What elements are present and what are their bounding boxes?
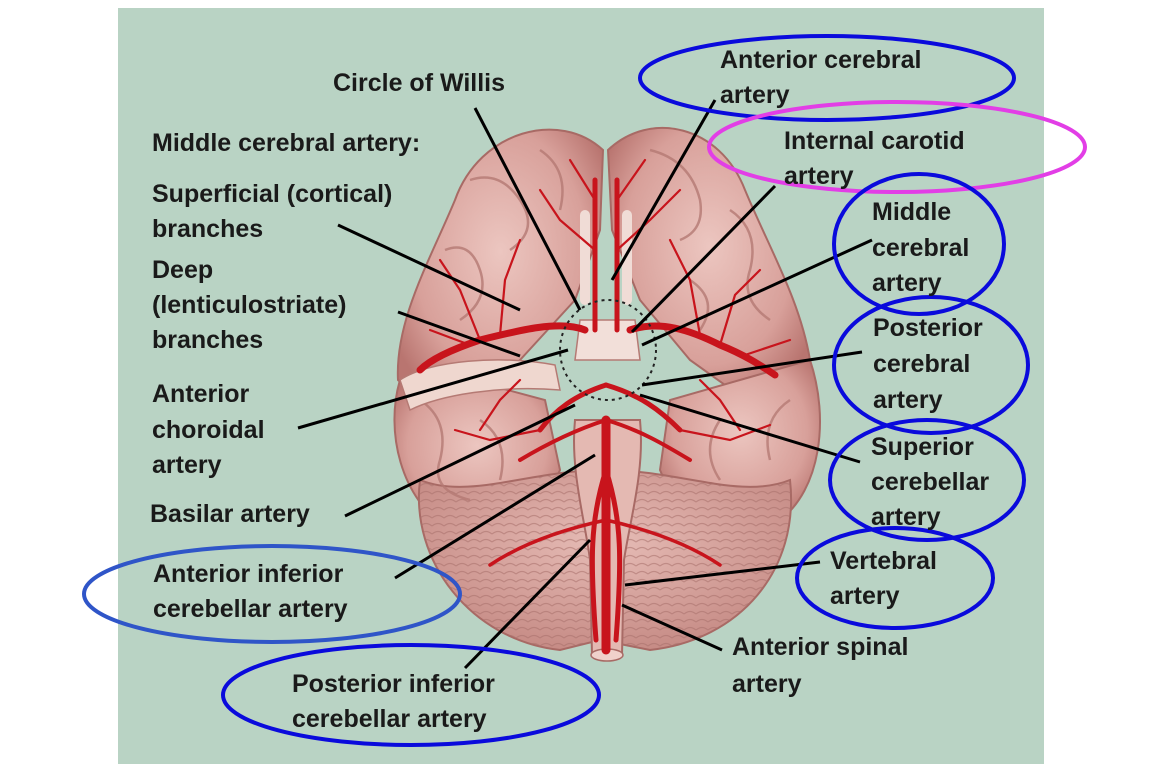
- right-posterior-cerebral-artery: [603, 382, 683, 433]
- label-anterior-cerebral-line-2: artery: [720, 81, 790, 109]
- label-anterior-spinal-line-1: Anterior spinal: [732, 633, 909, 661]
- leader-posterior-cerebral: [641, 350, 863, 387]
- label-middle-cerebral-heading: Middle cerebral artery:: [152, 129, 421, 157]
- annotation-ellipses: [82, 34, 1087, 747]
- label-basilar-artery: Basilar artery: [150, 500, 310, 528]
- leader-circle-of-willis: [473, 107, 582, 311]
- label-aica-line-2: cerebellar artery: [153, 595, 348, 623]
- label-aica-line-1: Anterior inferior: [153, 560, 344, 588]
- right-superior-cerebellar-artery: [604, 418, 692, 462]
- label-posterior-cerebral-line-3: artery: [873, 386, 943, 414]
- left-aica: [488, 518, 608, 567]
- label-circle-of-willis: Circle of Willis: [333, 69, 506, 97]
- label-anterior-cerebral-line-1: Anterior cerebral: [720, 46, 922, 74]
- label-deep-line-2: (lenticulostriate): [152, 291, 347, 319]
- leader-vertebral: [624, 560, 821, 587]
- label-posterior-cerebral-line-2: cerebral: [873, 350, 971, 378]
- label-vertebral-line-2: artery: [830, 582, 900, 610]
- optic-chiasm: [574, 319, 641, 361]
- label-middle-cerebral-line-1: Middle: [872, 198, 952, 226]
- label-anterior-choroidal-line-1: Anterior: [152, 380, 250, 408]
- label-internal-carotid-line-1: Internal carotid: [784, 127, 965, 155]
- arteries: [416, 158, 792, 655]
- left-superior-cerebellar-artery: [518, 418, 608, 462]
- ellipse-internal-carotid: [707, 100, 1087, 194]
- label-deep-line-1: Deep: [152, 256, 214, 284]
- leader-superior-cerebellar: [639, 393, 861, 464]
- leader-anterior-choroidal: [297, 348, 569, 430]
- label-internal-carotid-line-2: artery: [784, 162, 854, 190]
- ellipse-superior-cerebellar: [828, 418, 1026, 542]
- leader-basilar: [344, 403, 576, 518]
- right-aica: [604, 518, 722, 567]
- ellipse-posterior-cerebral: [832, 295, 1030, 435]
- label-superior-cerebellar-line-3: artery: [871, 503, 941, 531]
- label-middle-cerebral-line-2: cerebral: [872, 234, 970, 262]
- label-deep-line-3: branches: [152, 326, 264, 354]
- right-vertebral-artery: [603, 467, 623, 643]
- left-frontal-lobe: [396, 128, 605, 422]
- label-vertebral-line-1: Vertebral: [830, 547, 938, 575]
- circle-of-willis-outline: [559, 299, 657, 401]
- label-anterior-choroidal-line-2: choroidal: [152, 416, 265, 444]
- leader-pica: [463, 538, 592, 670]
- ellipse-middle-cerebral: [832, 172, 1006, 316]
- leader-internal-carotid: [630, 184, 777, 334]
- ellipse-anterior-cerebral: [638, 34, 1016, 122]
- leader-deep-branches: [397, 310, 521, 358]
- left-temporal-pole: [399, 359, 561, 412]
- label-anterior-choroidal-line-3: artery: [152, 451, 222, 479]
- label-middle-cerebral-line-3: artery: [872, 269, 942, 297]
- cortical-branches: [428, 158, 792, 442]
- label-anterior-spinal-line-2: artery: [732, 670, 802, 698]
- ellipse-pica: [221, 643, 601, 747]
- label-superior-cerebellar-line-2: cerebellar: [871, 468, 990, 496]
- leader-anterior-spinal: [621, 603, 723, 652]
- leader-aica: [394, 453, 596, 580]
- label-superior-cerebellar-line-1: Superior: [871, 433, 974, 461]
- label-pica-line-1: Posterior inferior: [292, 670, 495, 698]
- label-superficial-line-2: branches: [152, 215, 264, 243]
- label-pica-line-2: cerebellar artery: [292, 705, 487, 733]
- label-superficial-line-1: Superficial (cortical): [152, 180, 393, 208]
- leader-superficial-branches: [337, 223, 521, 312]
- left-vertebral-artery: [589, 467, 609, 643]
- left-posterior-cerebral-artery: [537, 382, 609, 433]
- gyri-texture: [419, 148, 791, 502]
- label-posterior-cerebral-line-1: Posterior: [873, 314, 983, 342]
- ellipse-vertebral: [795, 526, 995, 630]
- leader-anterior-cerebral: [610, 99, 717, 281]
- ellipse-aica: [82, 544, 462, 644]
